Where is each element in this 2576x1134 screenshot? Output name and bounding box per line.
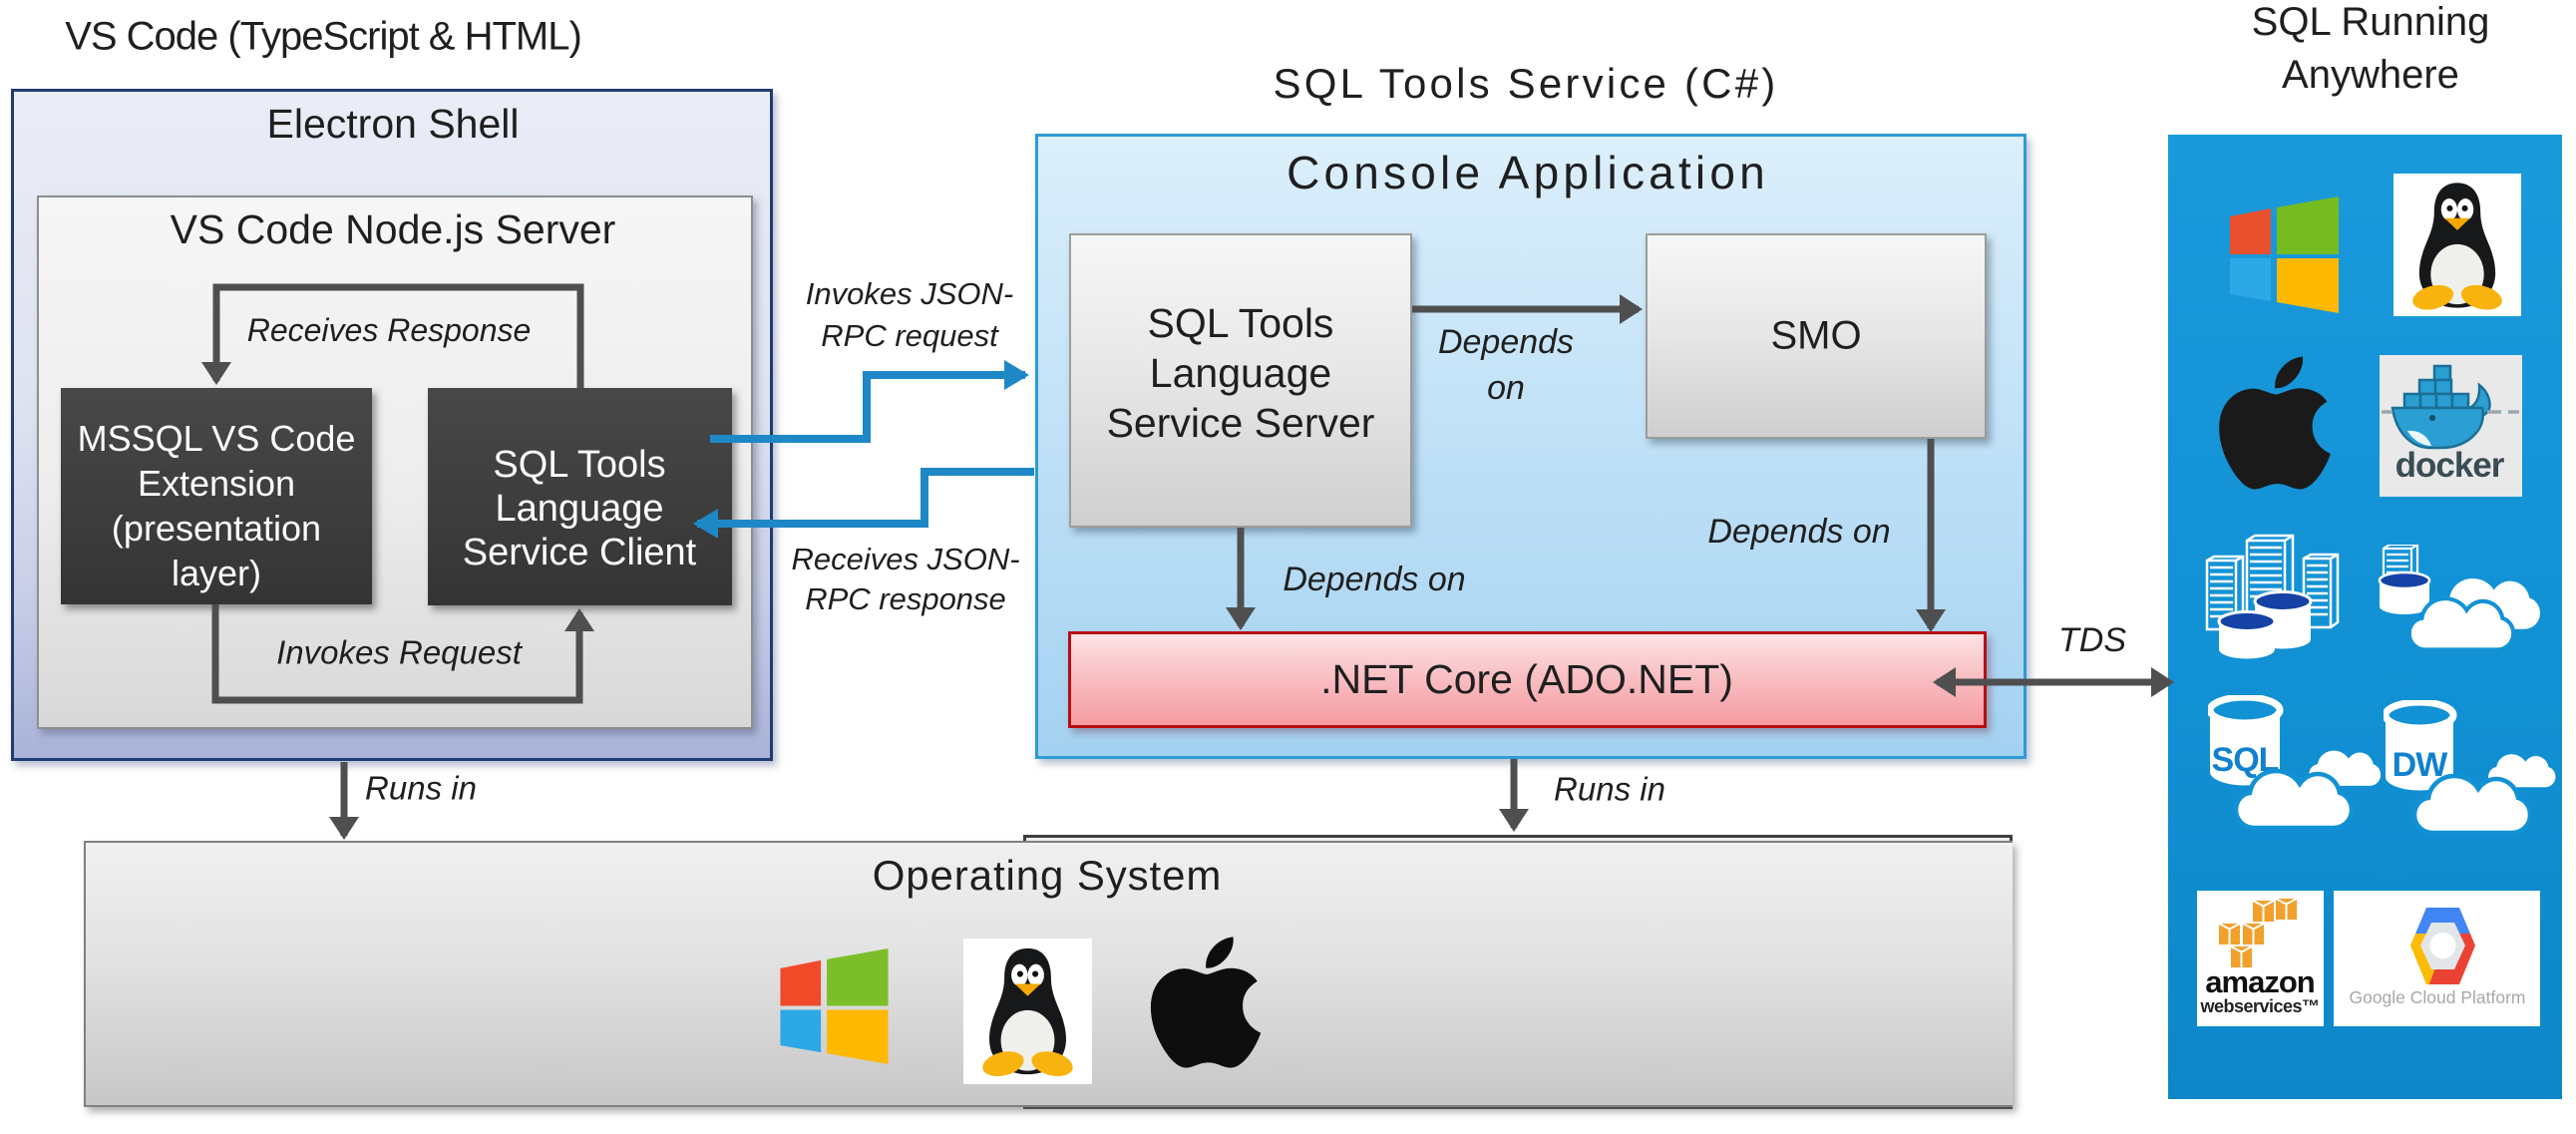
svg-text:amazon: amazon [2205, 964, 2314, 999]
svg-text:docker: docker [2395, 446, 2505, 485]
svg-text:webservices™: webservices™ [2199, 996, 2319, 1016]
svg-text:Google Cloud Platform: Google Cloud Platform [2349, 987, 2525, 1007]
